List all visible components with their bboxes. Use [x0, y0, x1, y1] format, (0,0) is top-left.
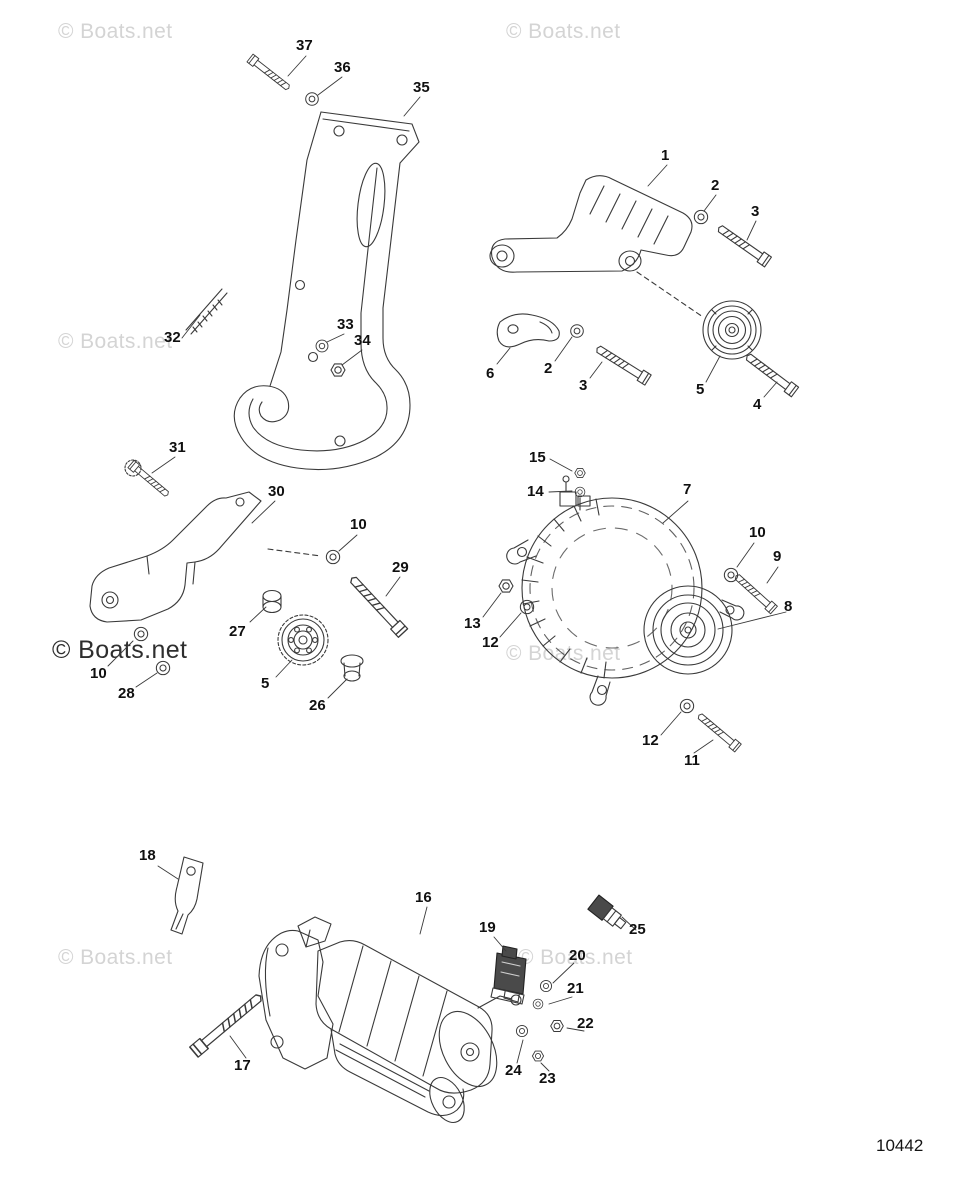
- callout-15: 15: [529, 449, 546, 466]
- callout-17: 17: [234, 1057, 251, 1074]
- callout-4: 4: [753, 396, 762, 413]
- callout-11: 11: [684, 752, 700, 769]
- alternator-drawing: [506, 475, 745, 706]
- callout-20: 20: [569, 947, 586, 964]
- starter-drawing: [258, 916, 522, 1123]
- callout-7: 7: [683, 481, 692, 498]
- callout-24: 24: [505, 1062, 522, 1079]
- callout-12a: 12: [482, 634, 499, 651]
- callout-28: 28: [118, 685, 135, 702]
- callout-12b: 12: [642, 732, 659, 749]
- bracket-30-drawing: [89, 491, 262, 623]
- callout-36: 36: [334, 59, 351, 76]
- callout-9: 9: [773, 548, 782, 565]
- callout-3b: 3: [579, 377, 588, 394]
- callout-3a: 3: [751, 203, 760, 220]
- diagram-number: 10442: [876, 1136, 924, 1155]
- callout-19: 19: [479, 919, 496, 936]
- bushing-26-drawing: [340, 654, 364, 682]
- callout-22: 22: [577, 1015, 594, 1032]
- callout-26: 26: [309, 697, 326, 714]
- bracket-35-drawing: [233, 111, 420, 471]
- callout-10a: 10: [350, 516, 367, 533]
- callout-1: 1: [661, 147, 670, 164]
- callout-5a: 5: [696, 381, 705, 398]
- callout-10c: 10: [90, 665, 107, 682]
- watermark-dark: © Boats.net: [52, 636, 188, 664]
- callout-33: 33: [337, 316, 354, 333]
- callout-13: 13: [464, 615, 481, 632]
- callout-6: 6: [486, 365, 495, 382]
- leader-lines: [107, 55, 787, 1072]
- callout-14: 14: [527, 483, 544, 500]
- callout-29: 29: [392, 559, 409, 576]
- callout-35: 35: [413, 79, 430, 96]
- pulley-5b-drawing: [277, 614, 329, 666]
- relay-19-drawing: [490, 945, 527, 1005]
- callout-10b: 10: [749, 524, 766, 541]
- callout-21: 21: [567, 980, 584, 997]
- clamp-6-drawing: [496, 313, 560, 348]
- callout-23: 23: [539, 1070, 556, 1087]
- watermark: © Boats.net: [58, 20, 173, 43]
- watermark: © Boats.net: [58, 946, 173, 969]
- plug-25-drawing: [587, 894, 627, 930]
- callout-5b: 5: [261, 675, 270, 692]
- bracket-1-drawing: [489, 175, 693, 273]
- callout-27: 27: [229, 623, 246, 640]
- callout-25: 25: [629, 921, 646, 938]
- pulley-5-drawing: [702, 300, 762, 360]
- strap-18-drawing: [170, 856, 204, 935]
- callout-31: 31: [169, 439, 186, 456]
- callout-2b: 2: [544, 360, 553, 377]
- callout-8: 8: [784, 598, 793, 615]
- watermark: © Boats.net: [518, 946, 633, 969]
- watermark: © Boats.net: [58, 330, 173, 353]
- callout-32: 32: [164, 329, 181, 346]
- watermark: © Boats.net: [506, 20, 621, 43]
- callout-18: 18: [139, 847, 156, 864]
- callout-37: 37: [296, 37, 313, 54]
- callout-2a: 2: [711, 177, 720, 194]
- callout-34: 34: [354, 332, 371, 349]
- callout-30: 30: [268, 483, 285, 500]
- callout-16: 16: [415, 889, 432, 906]
- bushing-27-drawing: [262, 589, 282, 614]
- stud-32-drawing: [185, 288, 228, 335]
